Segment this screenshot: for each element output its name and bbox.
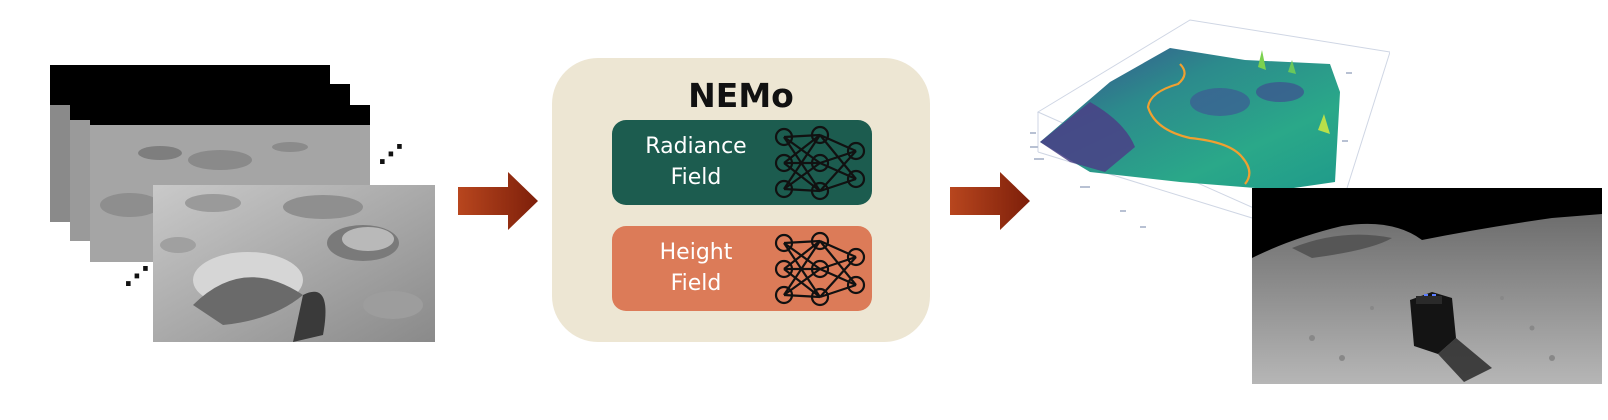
rover-simulation-view	[1252, 188, 1602, 384]
ellipsis-right: ⋰	[378, 140, 405, 170]
terrain-peak	[1318, 114, 1330, 134]
terrain-peak	[1258, 50, 1266, 70]
rover-path	[1146, 63, 1251, 185]
radiance-field-label: Radiance Field	[612, 131, 780, 193]
terrain-crater	[1256, 82, 1304, 102]
terrain-low-region	[1040, 102, 1135, 172]
height-field-label-line1: Height	[659, 240, 733, 265]
neural-network-icon	[774, 125, 866, 201]
height-field-label: Height Field	[612, 237, 780, 299]
radiance-field-block: Radiance Field	[612, 120, 872, 205]
lunar-image-frame-main	[153, 185, 435, 342]
rover-icon	[1410, 292, 1492, 382]
height-field-block: Height Field	[612, 226, 872, 311]
right-arrow-icon	[950, 172, 1030, 230]
radiance-field-label-line2: Field	[670, 165, 722, 190]
terrain-height-map	[1030, 19, 1390, 243]
terrain-peak	[1288, 60, 1296, 74]
simulation-scene	[1252, 188, 1602, 384]
nemo-title: NEMo	[688, 76, 794, 115]
neural-network-icon	[774, 231, 866, 307]
height-field-label-line2: Field	[670, 271, 722, 296]
terrain-crater	[1190, 88, 1250, 116]
ellipsis-bottom: ⋰	[124, 262, 151, 292]
axis-ticks	[1030, 72, 1352, 228]
radiance-field-label-line1: Radiance	[645, 134, 747, 159]
nemo-model-box: NEMo Radiance Field Height Field	[552, 58, 930, 342]
right-arrow-icon	[458, 172, 538, 230]
